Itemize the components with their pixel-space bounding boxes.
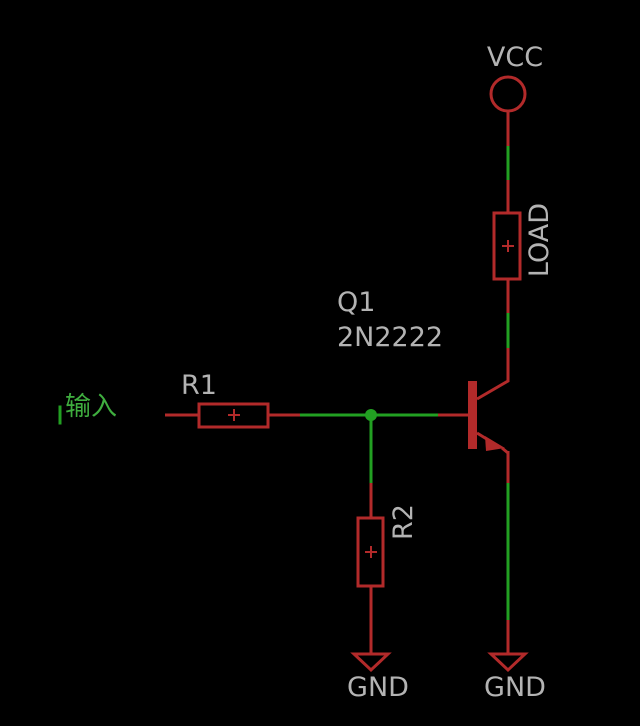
load-resistor[interactable] xyxy=(492,180,522,313)
r2-resistor[interactable] xyxy=(356,483,385,620)
gnd-left-triangle-icon xyxy=(350,652,392,673)
gnd-right-symbol[interactable] xyxy=(487,620,529,673)
q1-transistor[interactable] xyxy=(438,348,510,483)
q1-part-label: 2N2222 xyxy=(337,322,443,353)
q1-name-label: Q1 xyxy=(337,287,375,318)
gnd-right-triangle-icon xyxy=(487,652,529,673)
gnd-left-label: GND xyxy=(347,672,409,703)
gnd-right-label: GND xyxy=(484,672,546,703)
vcc-label: VCC xyxy=(487,42,543,73)
components xyxy=(165,75,529,673)
r2-label: R2 xyxy=(388,504,419,540)
junction-dot xyxy=(365,409,377,421)
vcc-symbol[interactable] xyxy=(489,75,527,146)
q1-emitter-arrow-icon xyxy=(485,436,505,451)
gnd-left-symbol[interactable] xyxy=(350,620,392,673)
q1-collector xyxy=(476,348,510,401)
r1-resistor[interactable] xyxy=(165,402,300,429)
r1-label: R1 xyxy=(181,370,217,401)
load-label: LOAD xyxy=(524,203,555,277)
input-net-label: 输入 xyxy=(65,392,117,422)
q1-base-bar xyxy=(468,381,477,449)
